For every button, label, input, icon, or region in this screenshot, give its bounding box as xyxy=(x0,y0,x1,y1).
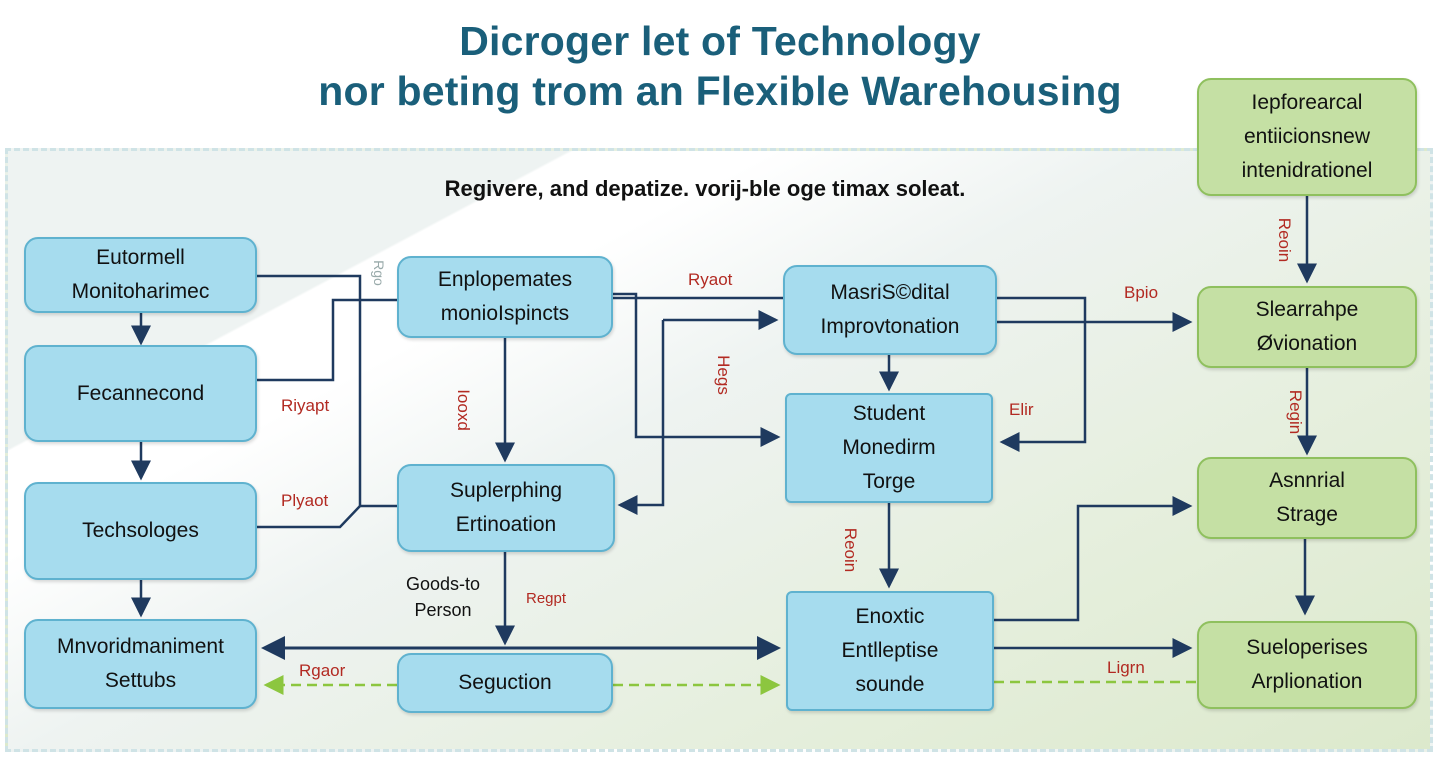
node-techsologes[interactable]: Techsologes xyxy=(24,482,257,580)
edge-label-reoin-center: Reoin xyxy=(841,527,861,573)
title-line-2: nor beting trom an Flexible Warehousing xyxy=(318,68,1122,114)
edge-label-regin: Regin xyxy=(1286,389,1306,435)
goods-to-person-label: Goods-to Person xyxy=(405,574,481,620)
edge-label-hegs: Hegs xyxy=(713,355,733,395)
edge-label-riyapt: Riyapt xyxy=(281,396,330,415)
node-enoxtic[interactable]: Enoxtic Entlleptise sounde xyxy=(786,591,994,711)
node-enplopemates[interactable]: Enplopemates monioIspincts xyxy=(397,256,613,338)
edge xyxy=(257,298,397,382)
edge-label-plyaot: Plyaot xyxy=(281,491,329,510)
node-sueloperises[interactable]: Sueloperises Arplionation xyxy=(1197,621,1417,709)
node-fecannecond[interactable]: Fecannecond xyxy=(24,345,257,442)
edge-label-ryaot: Ryaot xyxy=(688,270,733,289)
edge xyxy=(613,292,783,300)
edge-label-regpt: Regpt xyxy=(526,590,567,607)
edge xyxy=(617,320,665,515)
edge-label-elir: Elir xyxy=(1009,400,1034,419)
title-line-1: Dicroger let of Technology xyxy=(459,18,981,64)
node-seguction[interactable]: Seguction xyxy=(397,653,613,713)
node-eutormell[interactable]: Eutormell Monitoharimec xyxy=(24,237,257,313)
node-suplerphing[interactable]: Suplerphing Ertinoation xyxy=(397,464,615,552)
edge xyxy=(257,505,361,529)
edge-label-iooxd: Iooxd xyxy=(453,389,473,431)
edge xyxy=(994,496,1193,622)
edge-label-bpio: Bpio xyxy=(1124,283,1159,302)
node-student[interactable]: Student Monedirm Torge xyxy=(785,393,993,503)
edge-label-rgaor: Rgaor xyxy=(299,661,346,680)
node-masrisodital[interactable]: MasriS©dital Improvtonation xyxy=(783,265,997,355)
node-slearrahpe[interactable]: Slearrahpe Øvionation xyxy=(1197,286,1417,368)
node-iepforearcal[interactable]: Iepforearcal entiicionsnew intenidration… xyxy=(1197,78,1417,196)
node-mnvoridmaniment[interactable]: Mnvoridmaniment Settubs xyxy=(24,619,257,709)
edge xyxy=(997,296,1087,452)
edge-label-reoin-top: Reoin xyxy=(1275,217,1295,263)
node-asnnrial[interactable]: Asnnrial Strage xyxy=(1197,457,1417,539)
edge-label-rgo: Rgo xyxy=(370,260,387,286)
edge-label-ligrn: Ligrn xyxy=(1107,658,1145,677)
edge xyxy=(257,274,397,508)
edge xyxy=(613,296,781,447)
subtitle: Regivere, and depatize. vorij-ble oge ti… xyxy=(444,176,966,201)
